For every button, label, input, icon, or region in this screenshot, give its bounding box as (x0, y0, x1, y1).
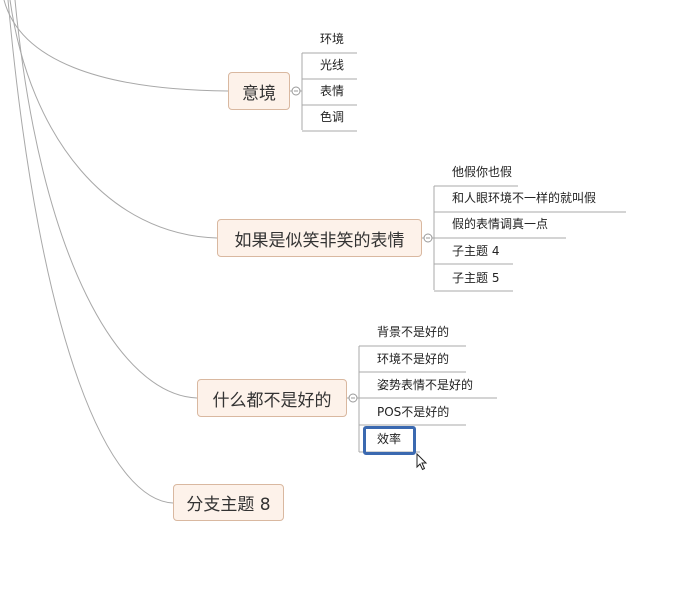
main-topic[interactable]: 意境 (228, 72, 290, 110)
subtopic[interactable]: 他假你也假 (452, 165, 513, 179)
mouse-cursor-icon (416, 453, 428, 471)
subtopic[interactable]: 环境不是好的 (377, 352, 450, 366)
subtopic[interactable]: 表情 (320, 84, 345, 98)
main-topic[interactable]: 如果是似笑非笑的表情 (217, 219, 422, 257)
subtopic[interactable]: 环境 (320, 32, 345, 46)
main-topic[interactable]: 分支主题 8 (173, 484, 284, 521)
subtopic[interactable]: 姿势表情不是好的 (377, 378, 474, 392)
main-topic[interactable]: 什么都不是好的 (197, 379, 347, 417)
subtopic[interactable]: 背景不是好的 (377, 325, 450, 339)
selection-box (363, 426, 416, 455)
subtopic[interactable]: 色调 (320, 110, 345, 124)
subtopic[interactable]: 子主题 5 (452, 271, 500, 285)
subtopic[interactable]: 光线 (320, 58, 345, 72)
subtopic[interactable]: 和人眼环境不一样的就叫假 (452, 191, 597, 205)
subtopic[interactable]: POS不是好的 (377, 405, 450, 419)
subtopic[interactable]: 假的表情调真一点 (452, 217, 549, 231)
subtopic[interactable]: 子主题 4 (452, 244, 500, 258)
subtopic-selected[interactable]: 效率 (377, 432, 402, 446)
